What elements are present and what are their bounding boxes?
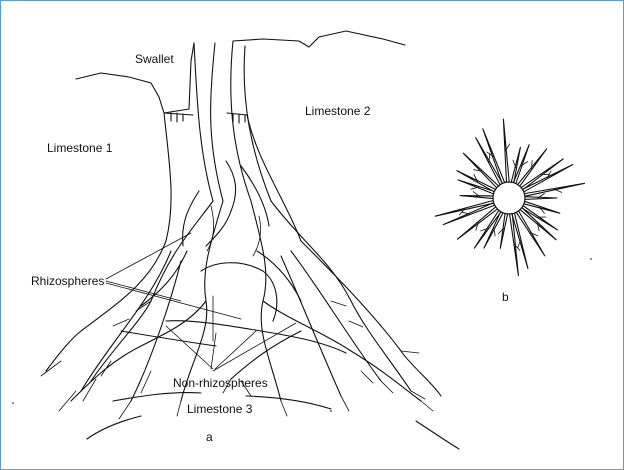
root-spike-barb	[494, 228, 495, 236]
root-spike	[523, 197, 557, 200]
label-rhizospheres: Rhizospheres	[31, 274, 104, 288]
root-spike	[503, 119, 509, 184]
label-limestone-2: Limestone 2	[305, 104, 371, 118]
root-spike-barb	[532, 161, 533, 169]
bedrock-outline	[87, 416, 459, 449]
root-spike	[521, 165, 573, 193]
root-spike	[460, 196, 495, 199]
root-spike-barb	[462, 212, 470, 214]
label-swallet: Swallet	[135, 52, 174, 66]
label-panel-a: a	[206, 430, 213, 444]
label-limestone-3: Limestone 3	[187, 402, 253, 416]
root-cross-section	[435, 119, 584, 275]
root-spike-barb	[518, 240, 521, 248]
root-spike-barb	[554, 189, 561, 192]
root-spike	[500, 212, 508, 249]
label-non-rhizospheres: Non-rhizospheres	[173, 376, 268, 390]
root-spike-barb	[471, 187, 479, 189]
central-root-circle	[493, 182, 525, 214]
root-spike-barb	[513, 160, 516, 168]
root-trunk	[164, 41, 301, 241]
rhizospheres-pointers	[106, 233, 241, 319]
label-limestone-1: Limestone 1	[47, 141, 113, 155]
label-panel-b: b	[502, 290, 509, 304]
